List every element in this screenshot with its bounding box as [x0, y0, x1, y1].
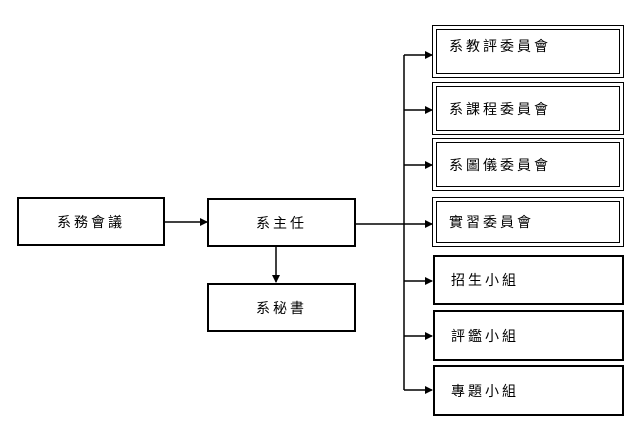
node-committee-4-label: 實習委員會: [449, 215, 534, 231]
node-group-3: 專題小組: [433, 365, 624, 416]
node-root-label: 系務會議: [57, 214, 125, 231]
node-secretary-label: 系秘書: [256, 300, 307, 317]
node-director: 系主任: [207, 198, 356, 247]
node-group-1: 招生小組: [433, 255, 624, 305]
node-committee-4: 實習委員會: [432, 197, 624, 247]
node-root: 系務會議: [17, 197, 165, 246]
node-committee-2-label: 系課程委員會: [449, 101, 551, 118]
node-committee-1: 系教評委員會: [432, 25, 624, 78]
node-group-3-label: 專題小組: [451, 383, 519, 400]
node-committee-1-label: 系教評委員會: [449, 39, 551, 55]
node-committee-3: 系圖儀委員會: [432, 138, 624, 191]
node-director-label: 系主任: [256, 215, 307, 232]
node-group-2-label: 評鑑小組: [451, 328, 519, 345]
node-committee-2: 系課程委員會: [432, 82, 624, 135]
node-group-2: 評鑑小組: [433, 310, 624, 361]
node-group-1-label: 招生小組: [451, 273, 519, 289]
node-secretary: 系秘書: [207, 283, 356, 332]
node-committee-3-label: 系圖儀委員會: [449, 157, 551, 174]
